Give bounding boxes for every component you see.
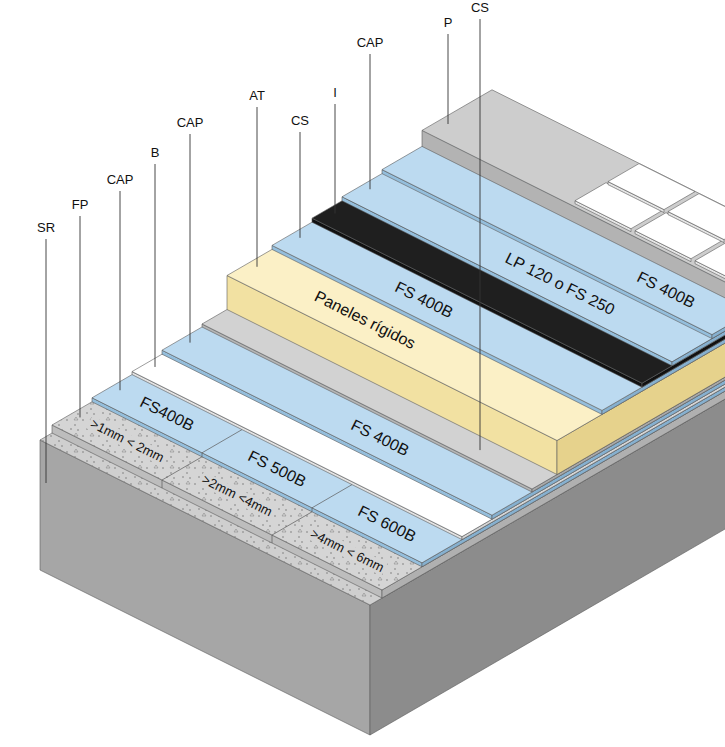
zone-divider xyxy=(162,457,202,488)
zone-divider xyxy=(312,485,352,512)
callout-letter: FP xyxy=(72,198,89,212)
callout-letter: CAP xyxy=(357,36,384,50)
leader-line xyxy=(80,216,81,417)
callout-letter: CAP xyxy=(107,173,134,187)
leader-line xyxy=(190,134,191,343)
callout-letter: CS xyxy=(471,1,489,15)
leader-line xyxy=(46,239,47,483)
callout-letter: B xyxy=(151,146,160,160)
tile xyxy=(695,243,725,289)
leader-line xyxy=(335,104,336,214)
leader-line xyxy=(257,107,258,267)
leader-line xyxy=(448,34,449,124)
tile xyxy=(608,164,695,210)
leader-line xyxy=(300,132,301,238)
leader-line xyxy=(480,19,481,450)
protection-layer-top xyxy=(422,90,725,296)
leader-lines xyxy=(46,19,480,483)
leader-line xyxy=(120,191,121,390)
callout-letter: I xyxy=(333,86,337,100)
callout-letter: AT xyxy=(249,89,265,103)
callout-letter: P xyxy=(444,16,453,30)
tile xyxy=(668,194,725,240)
leader-line xyxy=(155,164,156,367)
leader-line xyxy=(370,54,371,189)
layer-shapes xyxy=(40,90,725,735)
callout-letter: CAP xyxy=(177,116,204,130)
callout-letter: CS xyxy=(291,114,309,128)
callout-letter: SR xyxy=(37,221,55,235)
zone-divider xyxy=(202,430,242,457)
